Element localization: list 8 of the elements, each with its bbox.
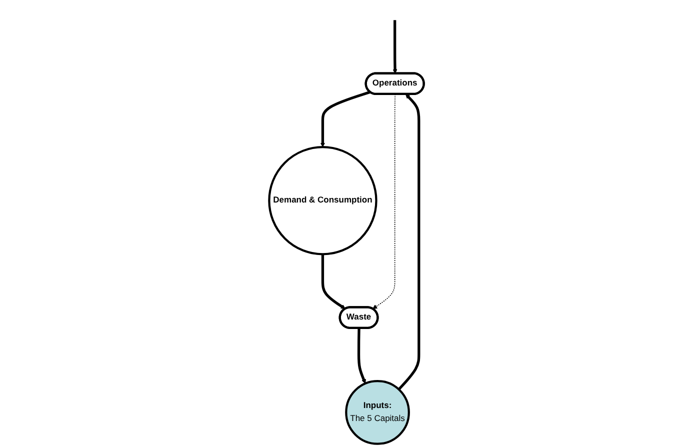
node-circle: Demand & Consumption (268, 146, 378, 256)
node-circle: Inputs: The 5 Capitals (345, 380, 410, 445)
arrow (372, 94, 396, 310)
arrow (357, 328, 366, 384)
arrow (392, 20, 398, 74)
arrow (321, 254, 346, 310)
arrow (398, 94, 420, 390)
arrow (320, 90, 371, 148)
